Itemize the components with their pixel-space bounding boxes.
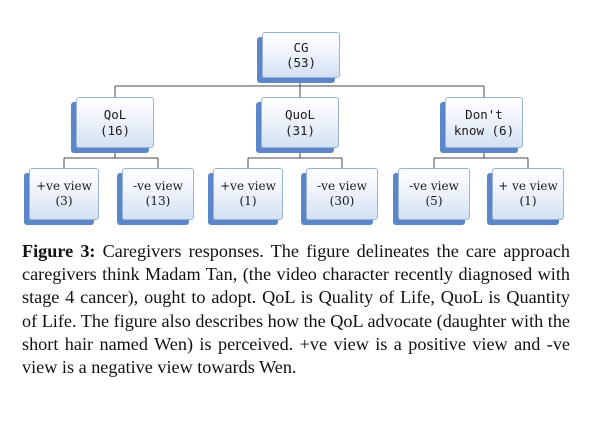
node-qol-positive-view-label: +ve view [36, 179, 92, 194]
node-quol-positive-view-label: +ve view [220, 179, 276, 194]
node-group-quol: QuoL (31) [261, 97, 339, 148]
node-group-qol-count: (16) [99, 122, 131, 138]
node-quol-negative-view-count: (30) [329, 194, 355, 208]
node-dont-know-negative-view: -ve view (5) [398, 168, 470, 220]
node-group-qol: QoL (16) [76, 97, 154, 148]
node-qol-negative-view-count: (13) [145, 194, 171, 208]
node-qol-positive-view: +ve view (3) [29, 168, 99, 220]
node-root: CG (53) [262, 32, 340, 78]
node-qol-positive-view-count: (3) [55, 194, 73, 208]
node-dont-know-negative-view-count: (5) [425, 194, 443, 208]
node-dont-know-positive-view-label: + ve view [498, 179, 558, 194]
node-dont-know-positive-view-count: (1) [519, 194, 537, 208]
figure-caption-label: Figure 3: [22, 241, 96, 261]
node-quol-negative-view-label: -ve view [317, 179, 367, 194]
node-qol-negative-view-label: -ve view [133, 179, 183, 194]
figure-caption: Figure 3: Caregivers responses. The figu… [22, 240, 570, 379]
node-qol-negative-view: -ve view (13) [122, 168, 194, 220]
node-dont-know-negative-view-label: -ve view [409, 179, 459, 194]
node-quol-positive-view: +ve view (1) [213, 168, 283, 220]
node-group-quol-label: QuoL [284, 107, 316, 123]
node-group-dont-know: Don't know (6) [445, 97, 523, 148]
connector-lines [63, 78, 529, 168]
figure-caption-text: Caregivers responses. The figure delinea… [22, 241, 570, 378]
tree-diagram: CG (53) QoL (16) QuoL (31) Don't know (6… [29, 32, 564, 220]
node-dont-know-positive-view: + ve view (1) [492, 168, 564, 220]
node-root-label: CG [293, 39, 309, 55]
node-group-quol-count: (31) [284, 122, 316, 138]
node-quol-negative-view: -ve view (30) [306, 168, 378, 220]
node-root-count: (53) [285, 55, 317, 70]
node-group-qol-label: QoL [103, 107, 127, 123]
node-group-dont-know-label: Don't [465, 107, 503, 123]
node-group-dont-know-label-line2: know (6) [453, 122, 515, 138]
node-quol-positive-view-count: (1) [239, 194, 257, 208]
